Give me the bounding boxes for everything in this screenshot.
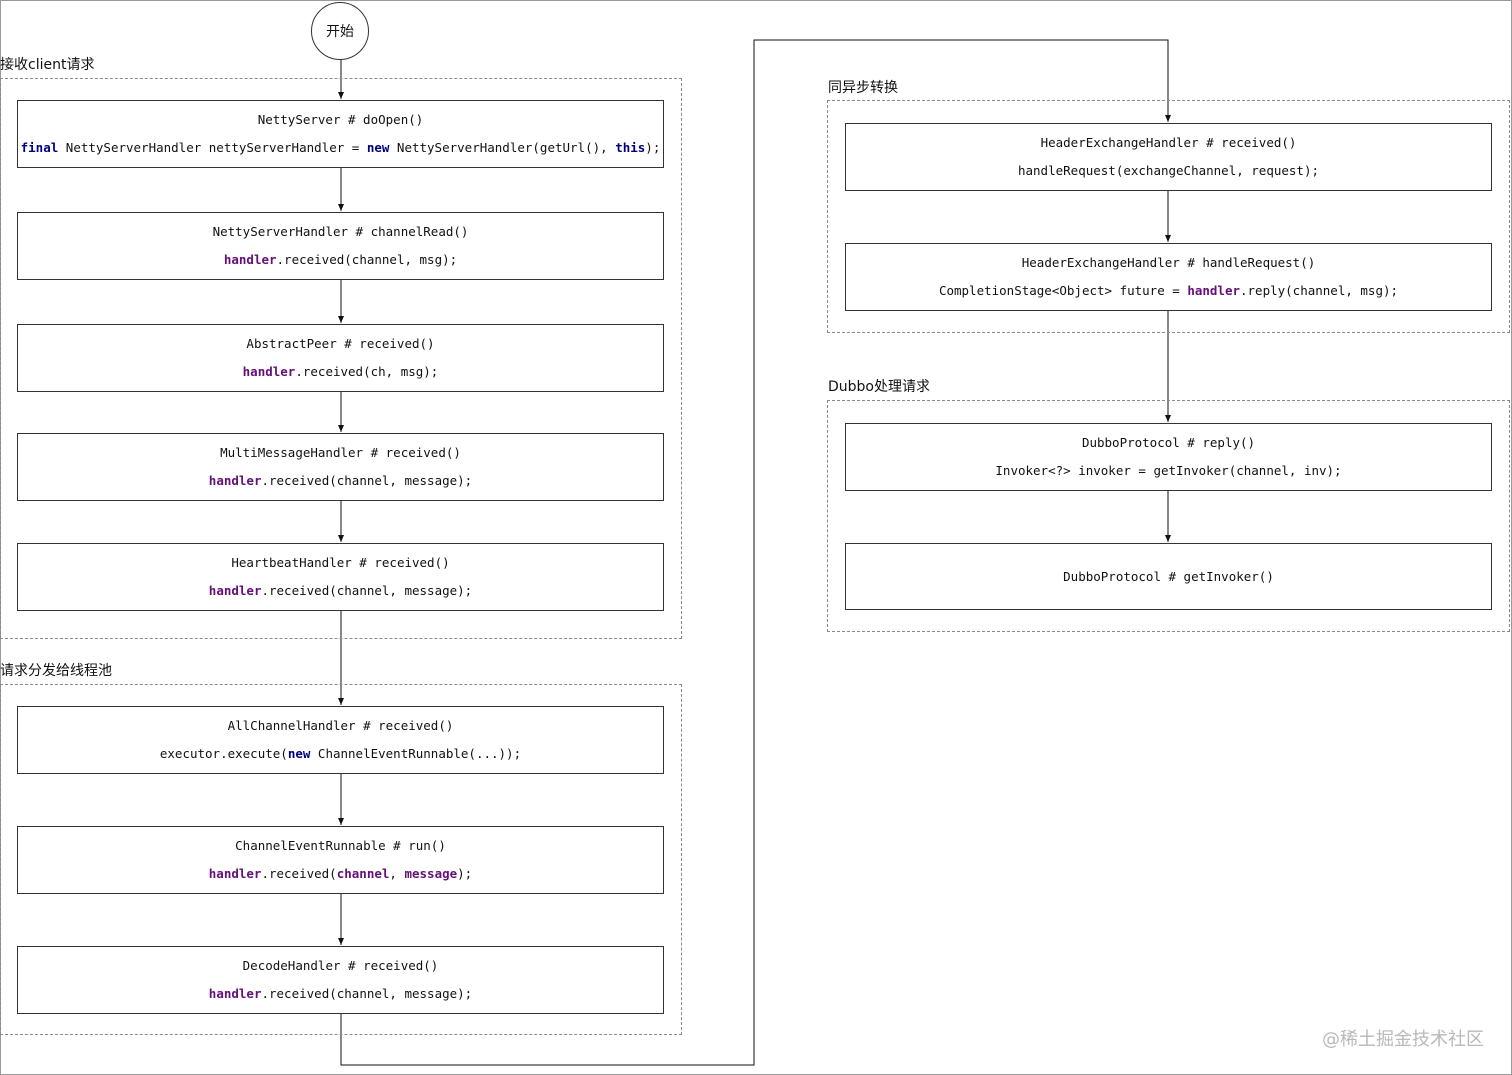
group-receive (0, 78, 682, 639)
node-title: DubboProtocol # getInvoker() (1063, 568, 1274, 584)
code-field: handler (1187, 283, 1240, 298)
code-text: .received(channel, message); (261, 583, 473, 598)
node-dubbo-protocol-get-invoker: DubboProtocol # getInvoker() (845, 543, 1492, 610)
node-title: AbstractPeer # received() (246, 336, 435, 351)
code-text: ChannelEventRunnable(...)); (310, 746, 522, 761)
code-text: , (389, 866, 405, 881)
node-code: final NettyServerHandler nettyServerHand… (18, 140, 663, 156)
code-text: .received( (261, 866, 337, 881)
node-heartbeat-handler: HeartbeatHandler # received() handler.re… (17, 543, 664, 611)
node-title: AllChannelHandler # received() (227, 718, 454, 733)
start-node: 开始 (311, 2, 369, 60)
node-dubbo-protocol-reply: DubboProtocol # reply() Invoker<?> invok… (845, 423, 1492, 491)
node-multi-message-handler: MultiMessageHandler # received() handler… (17, 433, 664, 501)
node-netty-server-handler: NettyServerHandler # channelRead() handl… (17, 212, 664, 280)
node-header-exchange-handle-request: HeaderExchangeHandler # handleRequest() … (845, 243, 1492, 311)
code-text: .reply(channel, msg); (1240, 283, 1399, 298)
node-code: handler.received(ch, msg); (18, 364, 663, 380)
code-field: message (404, 866, 458, 881)
code-text: ); (645, 140, 661, 155)
node-netty-server: NettyServer # doOpen() final NettyServer… (17, 100, 664, 168)
node-title: NettyServerHandler # channelRead() (212, 224, 469, 239)
code-text: NettyServerHandler(getUrl(), (389, 140, 616, 155)
code-field: channel (336, 866, 390, 881)
code-text: .received(channel, message); (261, 986, 473, 1001)
node-title: DubboProtocol # reply() (1081, 435, 1256, 450)
node-code: handler.received(channel, message); (18, 473, 663, 489)
node-code: handler.received(channel, message); (18, 583, 663, 599)
code-field: handler (208, 866, 262, 881)
code-text: ); (457, 866, 473, 881)
code-text: CompletionStage<Object> future = (938, 283, 1188, 298)
code-text: .received(ch, msg); (295, 364, 439, 379)
node-code: executor.execute(new ChannelEventRunnabl… (18, 746, 663, 762)
node-code: handler.received(channel, message); (18, 866, 663, 882)
node-title: HeartbeatHandler # received() (231, 555, 450, 570)
node-decode-handler: DecodeHandler # received() handler.recei… (17, 946, 664, 1014)
code-field: handler (223, 252, 277, 267)
node-all-channel-handler: AllChannelHandler # received() executor.… (17, 706, 664, 774)
node-code: handler.received(channel, msg); (18, 252, 663, 268)
node-title: ChannelEventRunnable # run() (235, 838, 446, 853)
code-text: executor.execute( (159, 746, 288, 761)
node-channel-event-runnable: ChannelEventRunnable # run() handler.rec… (17, 826, 664, 894)
group-sync-async (827, 100, 1510, 333)
code-keyword: final (20, 140, 59, 155)
node-title: HeaderExchangeHandler # received() (1040, 135, 1297, 150)
code-keyword: new (287, 746, 311, 761)
watermark: @稀土掘金技术社区 (1322, 1029, 1484, 1050)
node-code: handleRequest(exchangeChannel, request); (1017, 163, 1320, 178)
node-code: Invoker<?> invoker = getInvoker(channel,… (995, 463, 1342, 478)
code-text: .received(channel, message); (261, 473, 473, 488)
code-text: .received(channel, msg); (276, 252, 458, 267)
group-dispatch (0, 684, 682, 1035)
group-label-dubbo: Dubbo处理请求 (828, 379, 930, 395)
node-abstract-peer: AbstractPeer # received() handler.receiv… (17, 324, 664, 392)
node-code: handler.received(channel, message); (18, 986, 663, 1002)
node-code: CompletionStage<Object> future = handler… (846, 283, 1491, 299)
code-keyword: new (366, 140, 390, 155)
group-label-receive: 接收client请求 (0, 57, 95, 73)
node-header-exchange-received: HeaderExchangeHandler # received() handl… (845, 123, 1492, 191)
arrow-decode-to-header-exchange (340, 39, 1171, 1066)
node-title: HeaderExchangeHandler # handleRequest() (1021, 255, 1316, 270)
start-label: 开始 (326, 24, 354, 40)
code-field: handler (242, 364, 296, 379)
node-title: MultiMessageHandler # received() (220, 445, 461, 460)
code-field: handler (208, 473, 262, 488)
code-field: handler (208, 583, 262, 598)
group-label-sync-async: 同异步转换 (828, 80, 898, 96)
code-field: handler (208, 986, 262, 1001)
group-label-dispatch: 请求分发给线程池 (0, 663, 112, 679)
code-text: NettyServerHandler nettyServerHandler = (58, 140, 367, 155)
node-title: DecodeHandler # received() (242, 958, 439, 973)
code-keyword: this (615, 140, 646, 155)
node-title: NettyServer # doOpen() (257, 112, 424, 127)
group-dubbo (827, 400, 1510, 632)
